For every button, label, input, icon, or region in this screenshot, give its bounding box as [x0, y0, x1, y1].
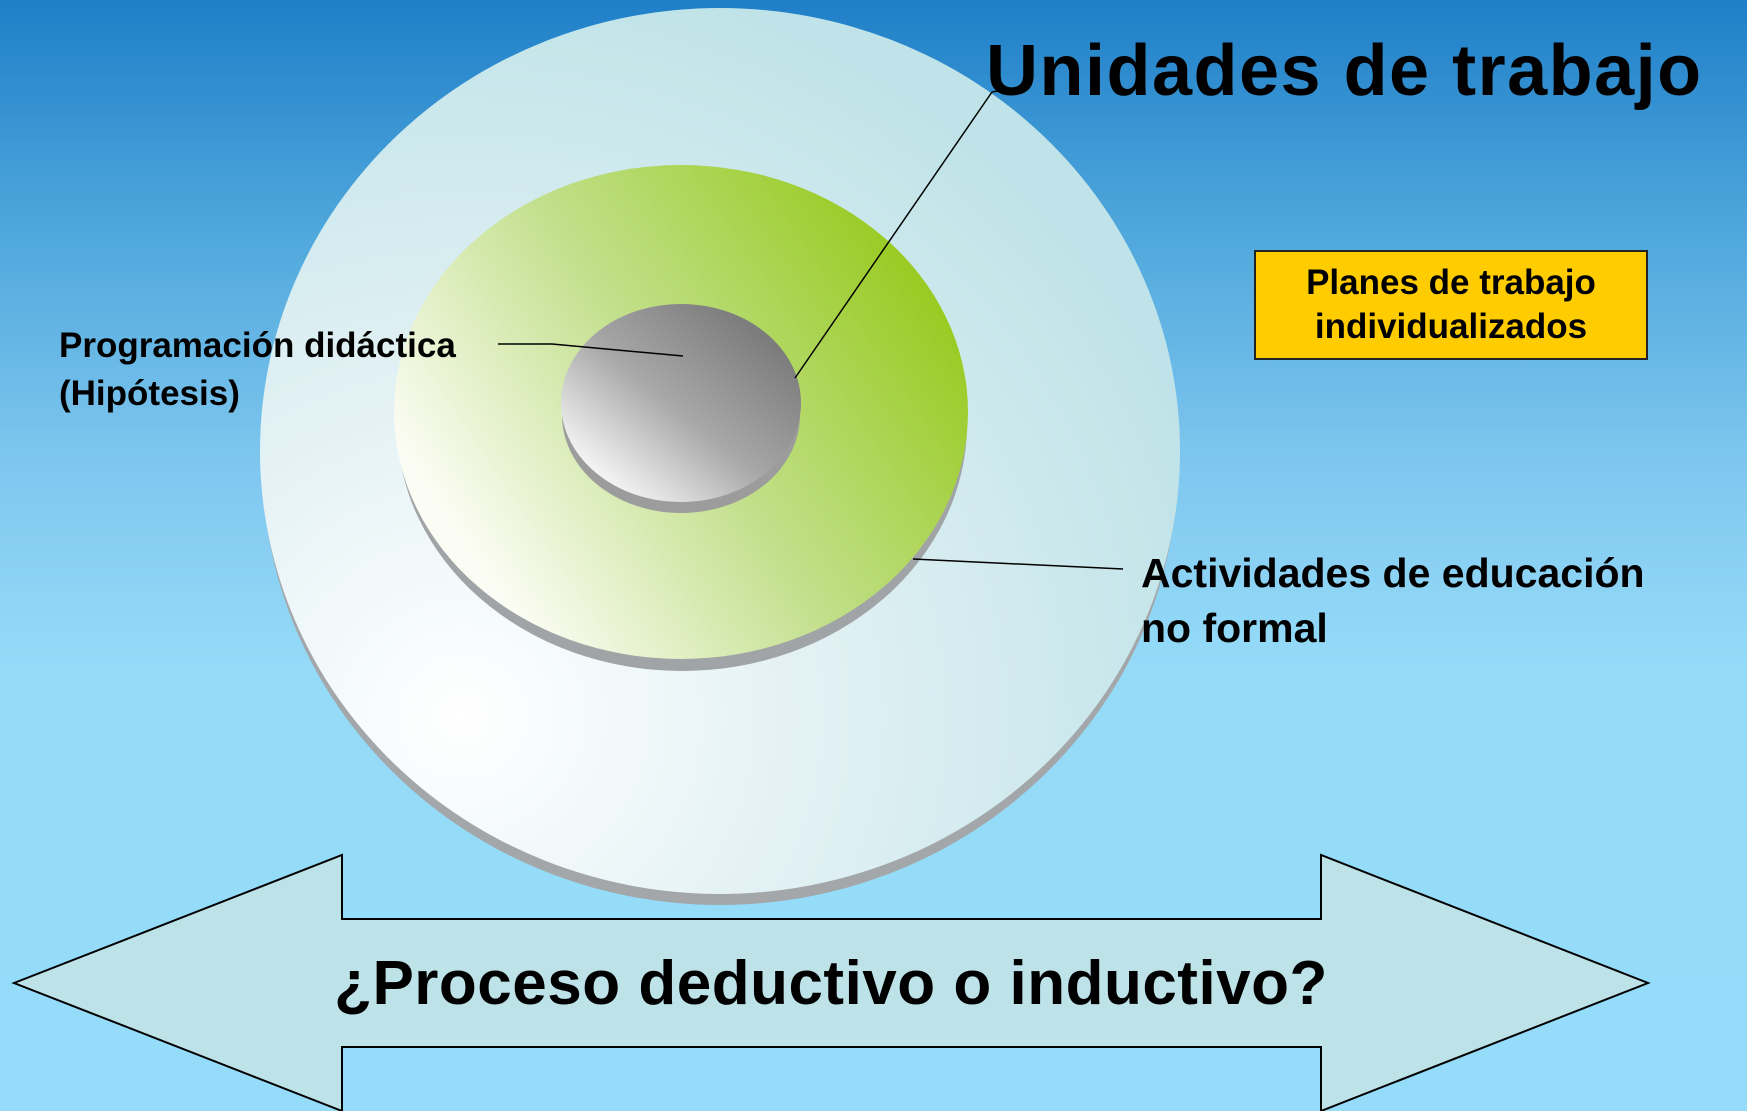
leader-line-actividades — [912, 558, 1124, 570]
leader-line-programacion — [498, 343, 684, 357]
arrow-question-text: ¿Proceso deductivo o inductivo? — [334, 949, 1328, 1018]
diagram-title: Unidades de trabajo — [986, 31, 1703, 111]
label-actividades-educacion: Actividades de educación no formal — [1141, 546, 1645, 656]
label-actividades-line-1: Actividades de educación — [1141, 550, 1645, 596]
planes-box-line-1: Planes de trabajo — [1306, 263, 1596, 302]
leader-line-unidades — [794, 89, 1004, 379]
inner-disc — [561, 304, 801, 502]
label-programacion-line-2: (Hipótesis) — [59, 374, 240, 413]
planes-de-trabajo-box: Planes de trabajo individualizados — [1254, 250, 1648, 360]
label-programacion-didactica: Programación didáctica (Hipótesis) — [59, 322, 456, 418]
double-arrow — [11, 853, 1651, 1111]
label-programacion-line-1: Programación didáctica — [59, 326, 456, 365]
label-actividades-line-2: no formal — [1141, 605, 1328, 651]
planes-box-line-2: individualizados — [1314, 307, 1588, 346]
